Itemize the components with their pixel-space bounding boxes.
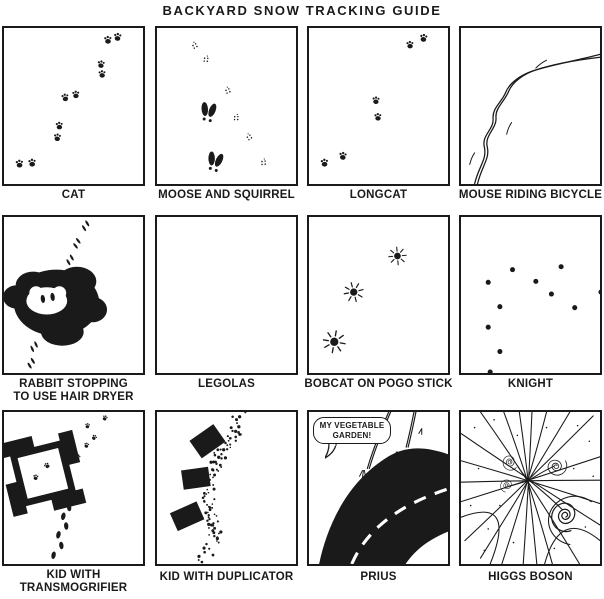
moose-squirrel-tracks-drawing — [191, 41, 267, 174]
kid-boot-prints — [50, 503, 72, 560]
particle-spirals — [499, 453, 582, 537]
moose-hoof-prints — [198, 100, 226, 174]
particle-track-lines — [461, 412, 600, 564]
rabbit-melt-spot-drawing — [4, 219, 108, 370]
rabbit-tracks-in — [64, 219, 92, 266]
particle-tracks-drawing — [461, 412, 600, 564]
panel-longcat — [307, 26, 450, 186]
road — [319, 448, 448, 564]
pogo-impact-marks — [322, 244, 409, 354]
cat-paw-prints — [15, 32, 122, 168]
panel-knight — [459, 215, 602, 375]
caption-longcat: LONGCAT — [349, 189, 408, 201]
pogo-impact-drawing — [322, 244, 409, 354]
caption-moose-and-squirrel: MOOSE AND SQUIRREL — [158, 189, 295, 201]
knight-hoof-dots-drawing — [485, 264, 600, 373]
longcat-tracks-drawing — [320, 33, 428, 167]
panel-bobcat-pogo-stick — [307, 215, 450, 375]
speech-bubble: MY VEGETABLE GARDEN! — [313, 417, 391, 444]
slip-marks — [469, 59, 548, 165]
caption-higgs-boson: HIGGS BOSON — [488, 571, 573, 583]
caption-cat: CAT — [61, 189, 86, 201]
cardboard-box — [4, 429, 87, 517]
knight-dots — [485, 264, 600, 373]
caption-kid-transmogrifier: KID WITH TRANSMOGRIFIER — [19, 569, 128, 594]
duplicator-dots — [197, 412, 247, 564]
panel-rabbit-hair-dryer — [2, 215, 145, 375]
particle-specks — [469, 419, 594, 552]
speech-bubble-tail — [325, 444, 337, 459]
panel-cat — [2, 26, 145, 186]
caption-bobcat-pogo-stick: BOBCAT ON POGO STICK — [304, 378, 453, 390]
empty-snow-drawing — [157, 217, 296, 373]
duplicated-boxes — [169, 424, 226, 532]
melted-snow-blob — [4, 266, 108, 346]
panel-prius: MY VEGETABLE GARDEN! — [307, 410, 450, 566]
transmogrifier-box-drawing — [4, 414, 109, 560]
caption-rabbit-hair-dryer: RABBIT STOPPING TO USE HAIR DRYER — [13, 378, 134, 403]
panel-legolas — [155, 215, 298, 375]
panel-moose-and-squirrel — [155, 26, 298, 186]
animal-paw-trail-out — [74, 414, 109, 461]
panel-mouse-riding-bicycle — [459, 26, 602, 186]
panel-kid-duplicator — [155, 410, 298, 566]
road-drawing — [319, 412, 448, 564]
comic-title: BACKYARD SNOW TRACKING GUIDE — [162, 3, 442, 18]
duplicator-trail-drawing — [169, 412, 247, 564]
caption-legolas: LEGOLAS — [198, 378, 255, 390]
caption-kid-duplicator: KID WITH DUPLICATOR — [159, 571, 294, 583]
caption-knight: KNIGHT — [507, 378, 554, 390]
rabbit-tracks-out — [25, 340, 40, 370]
road-center-dashes — [350, 487, 448, 564]
tire-track-lines — [473, 53, 600, 184]
bicycle-track-drawing — [469, 53, 600, 184]
cat-tracks-drawing — [15, 32, 122, 168]
panel-higgs-boson — [459, 410, 602, 566]
caption-mouse-riding-bicycle: MOUSE RIDING BICYCLE — [458, 189, 603, 201]
longcat-paw-prints — [320, 33, 428, 167]
caption-prius: PRIUS — [360, 571, 397, 583]
panel-kid-transmogrifier — [2, 410, 145, 566]
